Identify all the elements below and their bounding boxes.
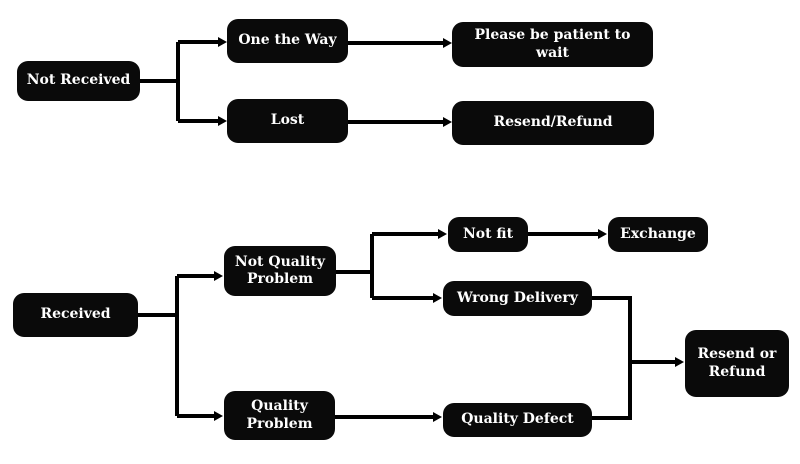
node-not-fit: Not fit [448,217,528,252]
edge-received-branch-trunk [138,276,179,416]
node-resend-or-refund: Resend or Refund [685,330,789,397]
node-quality-defect-label: Quality Defect [461,411,574,428]
node-resend-refund: Resend/Refund [452,101,654,145]
node-one-the-way-label: One the Way [238,32,337,49]
node-wrong-delivery-label: Wrong Delivery [457,289,578,306]
node-not-received: Not Received [17,61,140,101]
edge-not-quality-problem-branch-trunk [336,234,374,298]
node-quality-defect: Quality Defect [443,403,592,437]
node-please-wait-label: Please be patient to wait [474,27,631,61]
node-not-quality-problem-label: Not Quality Problem [234,253,326,288]
edge-merge-trunk [592,296,632,420]
edge-not-received-branch-trunk [140,42,180,121]
node-not-quality-problem: Not Quality Problem [224,246,336,296]
node-exchange-label: Exchange [620,225,696,242]
node-quality-problem-label: Quality Problem [246,398,313,432]
node-resend-refund-label: Resend/Refund [493,114,613,131]
node-received-label: Received [40,306,111,323]
node-not-fit-label: Not fit [462,225,514,242]
node-lost: Lost [227,99,348,143]
node-not-received-label: Not Received [26,72,131,89]
node-wrong-delivery: Wrong Delivery [443,281,592,316]
node-lost-label: Lost [270,112,305,129]
node-resend-or-refund-label: Resend or Refund [697,346,777,380]
node-received: Received [13,293,138,337]
node-please-wait: Please be patient to wait [452,22,653,67]
node-quality-problem: Quality Problem [224,391,335,440]
node-exchange: Exchange [608,217,708,252]
node-one-the-way: One the Way [227,19,348,63]
